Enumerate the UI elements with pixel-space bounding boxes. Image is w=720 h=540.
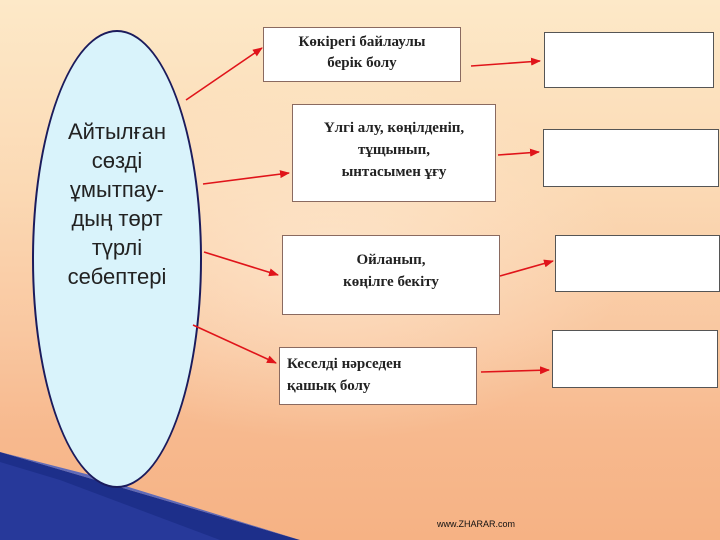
arrow-to-reason-2 xyxy=(202,170,290,185)
reason-label-2: Үлгі алу, көңілденіп, тұщынып, ынтасымен… xyxy=(323,120,465,180)
arrow-to-empty-3 xyxy=(499,259,554,277)
reason-box-4: Кеселді нәрседен қашық болу xyxy=(279,347,477,405)
footer-website: www.ZHARAR.com xyxy=(437,519,516,529)
arrow-to-empty-2 xyxy=(497,148,540,157)
arrow-to-empty-1 xyxy=(470,57,541,67)
center-ellipse xyxy=(32,30,202,488)
corner-wedge-mid xyxy=(0,462,220,540)
arrow-to-reason-4 xyxy=(192,324,277,364)
empty-box-2 xyxy=(543,129,719,187)
arrow-to-empty-4 xyxy=(480,366,550,375)
empty-box-3 xyxy=(555,235,720,292)
center-ellipse-label: Айтылған сөзді ұмытпау- дың төрт түрлі с… xyxy=(67,119,167,289)
reason-label-4: Кеселді нәрседен қашық болу xyxy=(287,356,402,394)
reason-label-3: Ойланып, көңілге бекіту xyxy=(343,252,439,290)
reason-box-3: Ойланып, көңілге бекіту xyxy=(282,235,500,315)
reason-label-1: Көкірегі байлаулы берік болу xyxy=(298,34,426,71)
reason-box-2: Үлгі алу, көңілденіп, тұщынып, ынтасымен… xyxy=(292,104,496,202)
corner-wedge-light xyxy=(0,452,300,540)
arrow-to-reason-1 xyxy=(185,47,263,101)
empty-box-4 xyxy=(552,330,718,388)
reason-box-1: Көкірегі байлаулы берік болу xyxy=(263,27,461,82)
arrow-to-reason-3 xyxy=(203,251,279,277)
empty-box-1 xyxy=(544,32,714,88)
